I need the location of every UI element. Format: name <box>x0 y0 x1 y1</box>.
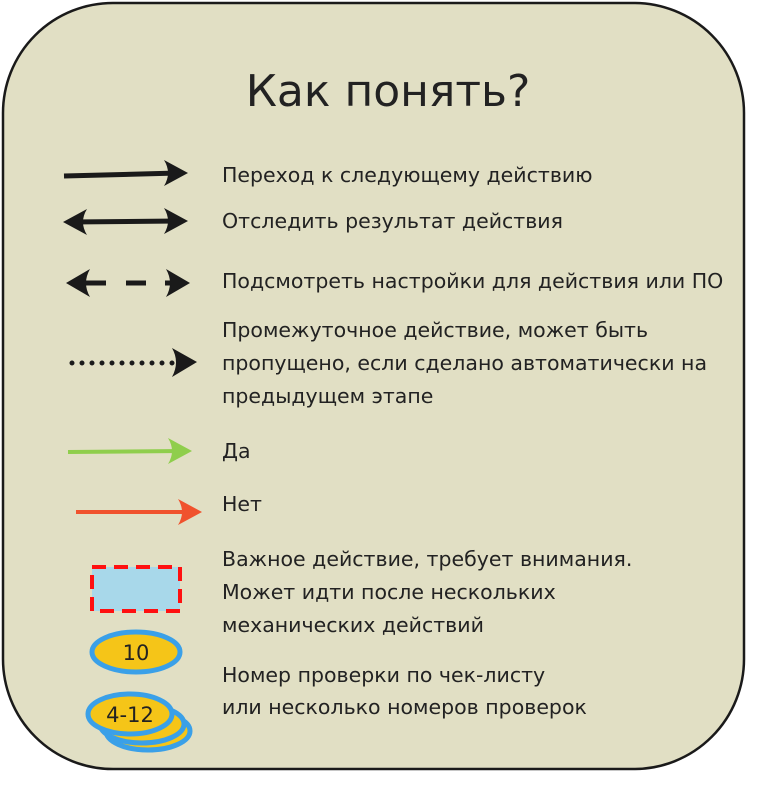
dashed-double-arrow-icon <box>66 269 190 297</box>
solid-arrow-icon <box>63 160 188 186</box>
no-arrow-icon <box>76 499 202 525</box>
legend-label: предыдущем этапе <box>222 384 433 408</box>
legend-label: или несколько номеров проверок <box>222 695 587 719</box>
legend-label: Может идти после нескольких <box>222 580 556 604</box>
legend-label: Отследить результат действия <box>222 209 563 233</box>
legend-label: Подсмотреть настройки для действия или П… <box>222 269 723 293</box>
double-arrow-icon <box>63 208 188 235</box>
svg-text:4-12: 4-12 <box>106 703 154 727</box>
dotted-arrow-icon <box>69 348 197 377</box>
important-box-icon <box>90 565 182 613</box>
legend-label: Промежуточное действие, может быть <box>222 318 648 342</box>
legend-label: Нет <box>222 492 262 516</box>
check-badge-single: 10 <box>89 629 183 675</box>
svg-text:10: 10 <box>123 641 150 665</box>
legend-card <box>1 1 746 771</box>
legend-label: пропущено, если сделано автоматически на <box>222 351 707 375</box>
legend-label: Да <box>222 439 251 463</box>
page-title: Как понять? <box>246 66 531 117</box>
legend-label: Переход к следующему действию <box>222 163 592 187</box>
check-badge-stack: 4-12 <box>85 691 193 753</box>
yes-arrow-icon <box>67 438 192 464</box>
legend-label: Важное действие, требует внимания. <box>222 547 632 571</box>
legend-label: Номер проверки по чек-листу <box>222 663 545 687</box>
legend-label: механических действий <box>222 613 484 637</box>
